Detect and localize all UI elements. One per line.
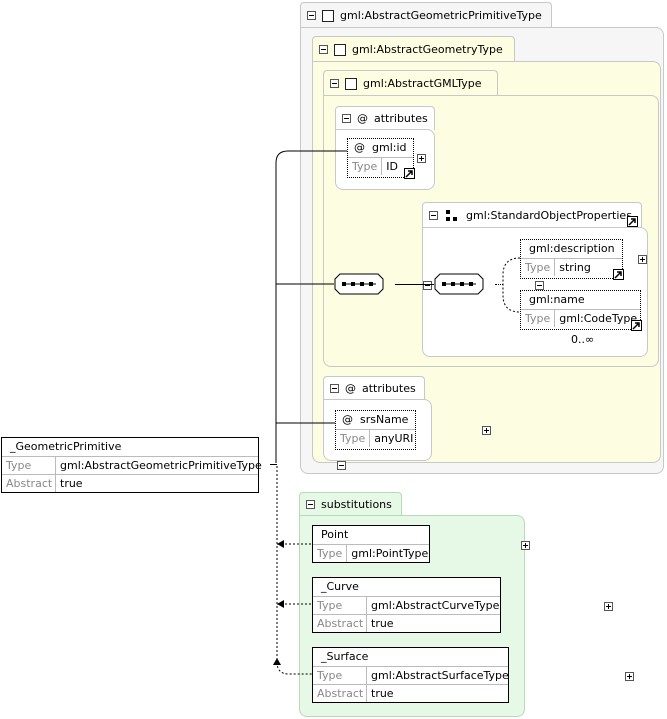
element-name: Point: [321, 528, 349, 541]
attribute-gml-id[interactable]: @ gml:id Type ID: [347, 138, 414, 178]
type-label: gml:AbstractGeometricPrimitiveType: [340, 9, 542, 22]
type-value: gml:AbstractSurfaceType: [371, 669, 509, 682]
collapse-toggle-icon[interactable]: [307, 11, 316, 20]
abstract-value: true: [371, 687, 394, 700]
reference-arrow-icon[interactable]: [627, 216, 638, 227]
abstract-key: Abstract: [313, 615, 367, 632]
attribute-name: srsName: [360, 413, 409, 426]
type-key: Type: [313, 667, 367, 684]
tab-attributes[interactable]: @ attributes: [323, 376, 425, 400]
type-key: Type: [521, 259, 556, 276]
group-icon: [446, 209, 458, 222]
connector-line: [275, 150, 347, 463]
collapse-toggle-icon[interactable]: [429, 211, 438, 220]
tab-attributes[interactable]: @ attributes: [335, 106, 435, 130]
collapse-toggle-icon[interactable]: [337, 461, 346, 470]
collapse-toggle-icon[interactable]: [422, 281, 432, 290]
attribute-name: gml:id: [372, 141, 407, 154]
collapse-toggle-icon[interactable]: [319, 45, 328, 54]
cardinality-label: 0..∞: [571, 333, 595, 346]
element-name: gml:name: [529, 293, 585, 306]
element-gml-description[interactable]: gml:description Type string: [520, 239, 623, 279]
element-point[interactable]: Point Type gml:PointType: [312, 525, 430, 563]
element-name: _GeometricPrimitive: [10, 440, 122, 453]
type-value: gml:PointType: [351, 547, 429, 560]
attribute-srsname[interactable]: @ srsName Type anyURI: [335, 410, 416, 450]
attribute-at-icon: @: [357, 112, 368, 125]
reference-arrow-icon[interactable]: [404, 168, 415, 179]
substitutions-label: substitutions: [321, 498, 392, 511]
attribute-at-icon: @: [342, 413, 353, 426]
type-label: gml:AbstractGeometryType: [352, 43, 503, 56]
attributes-label: attributes: [374, 112, 428, 125]
element-surface[interactable]: _Surface Type gml:AbstractSurfaceType Ab…: [312, 647, 509, 703]
type-label: gml:AbstractGMLType: [363, 77, 482, 90]
type-key: Type: [313, 597, 367, 614]
expand-toggle-icon[interactable]: [417, 154, 426, 163]
group-label: gml:StandardObjectProperties: [466, 209, 632, 222]
tab-substitutions[interactable]: substitutions: [299, 492, 402, 516]
collapse-toggle-icon[interactable]: [306, 500, 315, 509]
tab-geometry-type[interactable]: gml:AbstractGeometryType: [312, 36, 515, 62]
type-key: Type: [521, 310, 556, 327]
substitution-connector: [273, 466, 312, 675]
type-value: ID: [386, 160, 398, 173]
abstract-value: true: [60, 477, 83, 490]
type-square-icon: [345, 77, 357, 90]
tab-gml-type[interactable]: gml:AbstractGMLType: [323, 70, 498, 96]
reference-arrow-icon[interactable]: [631, 320, 642, 331]
tab-geometric-primitive-type[interactable]: gml:AbstractGeometricPrimitiveType: [300, 2, 552, 28]
element-geometric-primitive[interactable]: _GeometricPrimitive Type gml:AbstractGeo…: [1, 437, 262, 493]
tab-standard-object-properties[interactable]: gml:StandardObjectProperties: [422, 202, 642, 228]
sequence-compositor-icon[interactable]: [334, 273, 384, 295]
element-name: _Surface: [321, 650, 369, 663]
sequence-compositor-icon[interactable]: [434, 273, 484, 295]
collapse-toggle-icon[interactable]: [330, 79, 339, 88]
attribute-at-icon: @: [345, 382, 356, 395]
expand-toggle-icon[interactable]: [637, 255, 647, 264]
reference-arrow-icon[interactable]: [613, 269, 624, 280]
type-value: gml:CodeType: [559, 312, 638, 325]
collapse-toggle-icon[interactable]: [342, 114, 351, 123]
connector-line: [395, 284, 434, 285]
connector-line: [495, 284, 503, 285]
expand-toggle-icon[interactable]: [481, 426, 491, 435]
type-key: Type: [336, 430, 371, 447]
connector-line: [270, 464, 277, 465]
type-key: Type: [2, 457, 56, 474]
expand-toggle-icon[interactable]: [604, 602, 613, 611]
type-key: Type: [313, 545, 348, 562]
type-square-icon: [322, 9, 334, 22]
abstract-key: Abstract: [313, 685, 367, 702]
attributes-label: attributes: [362, 382, 416, 395]
element-name: gml:description: [529, 242, 615, 255]
type-value: anyURI: [374, 432, 414, 445]
element-name: _Curve: [321, 580, 359, 593]
type-value: string: [559, 261, 591, 274]
type-key: Type: [348, 158, 383, 175]
type-value: gml:AbstractCurveType: [371, 599, 500, 612]
element-gml-name[interactable]: gml:name Type gml:CodeType: [520, 290, 641, 330]
connector-line: [502, 257, 521, 313]
collapse-toggle-icon[interactable]: [330, 384, 339, 393]
expand-toggle-icon[interactable]: [624, 672, 634, 681]
type-value: gml:AbstractGeometricPrimitiveType: [60, 459, 262, 472]
abstract-key: Abstract: [2, 475, 56, 492]
collapse-toggle-icon[interactable]: [535, 281, 544, 290]
expand-toggle-icon[interactable]: [520, 541, 530, 550]
element-curve[interactable]: _Curve Type gml:AbstractCurveType Abstra…: [312, 577, 501, 633]
attribute-at-icon: @: [354, 141, 365, 154]
type-square-icon: [334, 43, 346, 56]
abstract-value: true: [371, 617, 394, 630]
